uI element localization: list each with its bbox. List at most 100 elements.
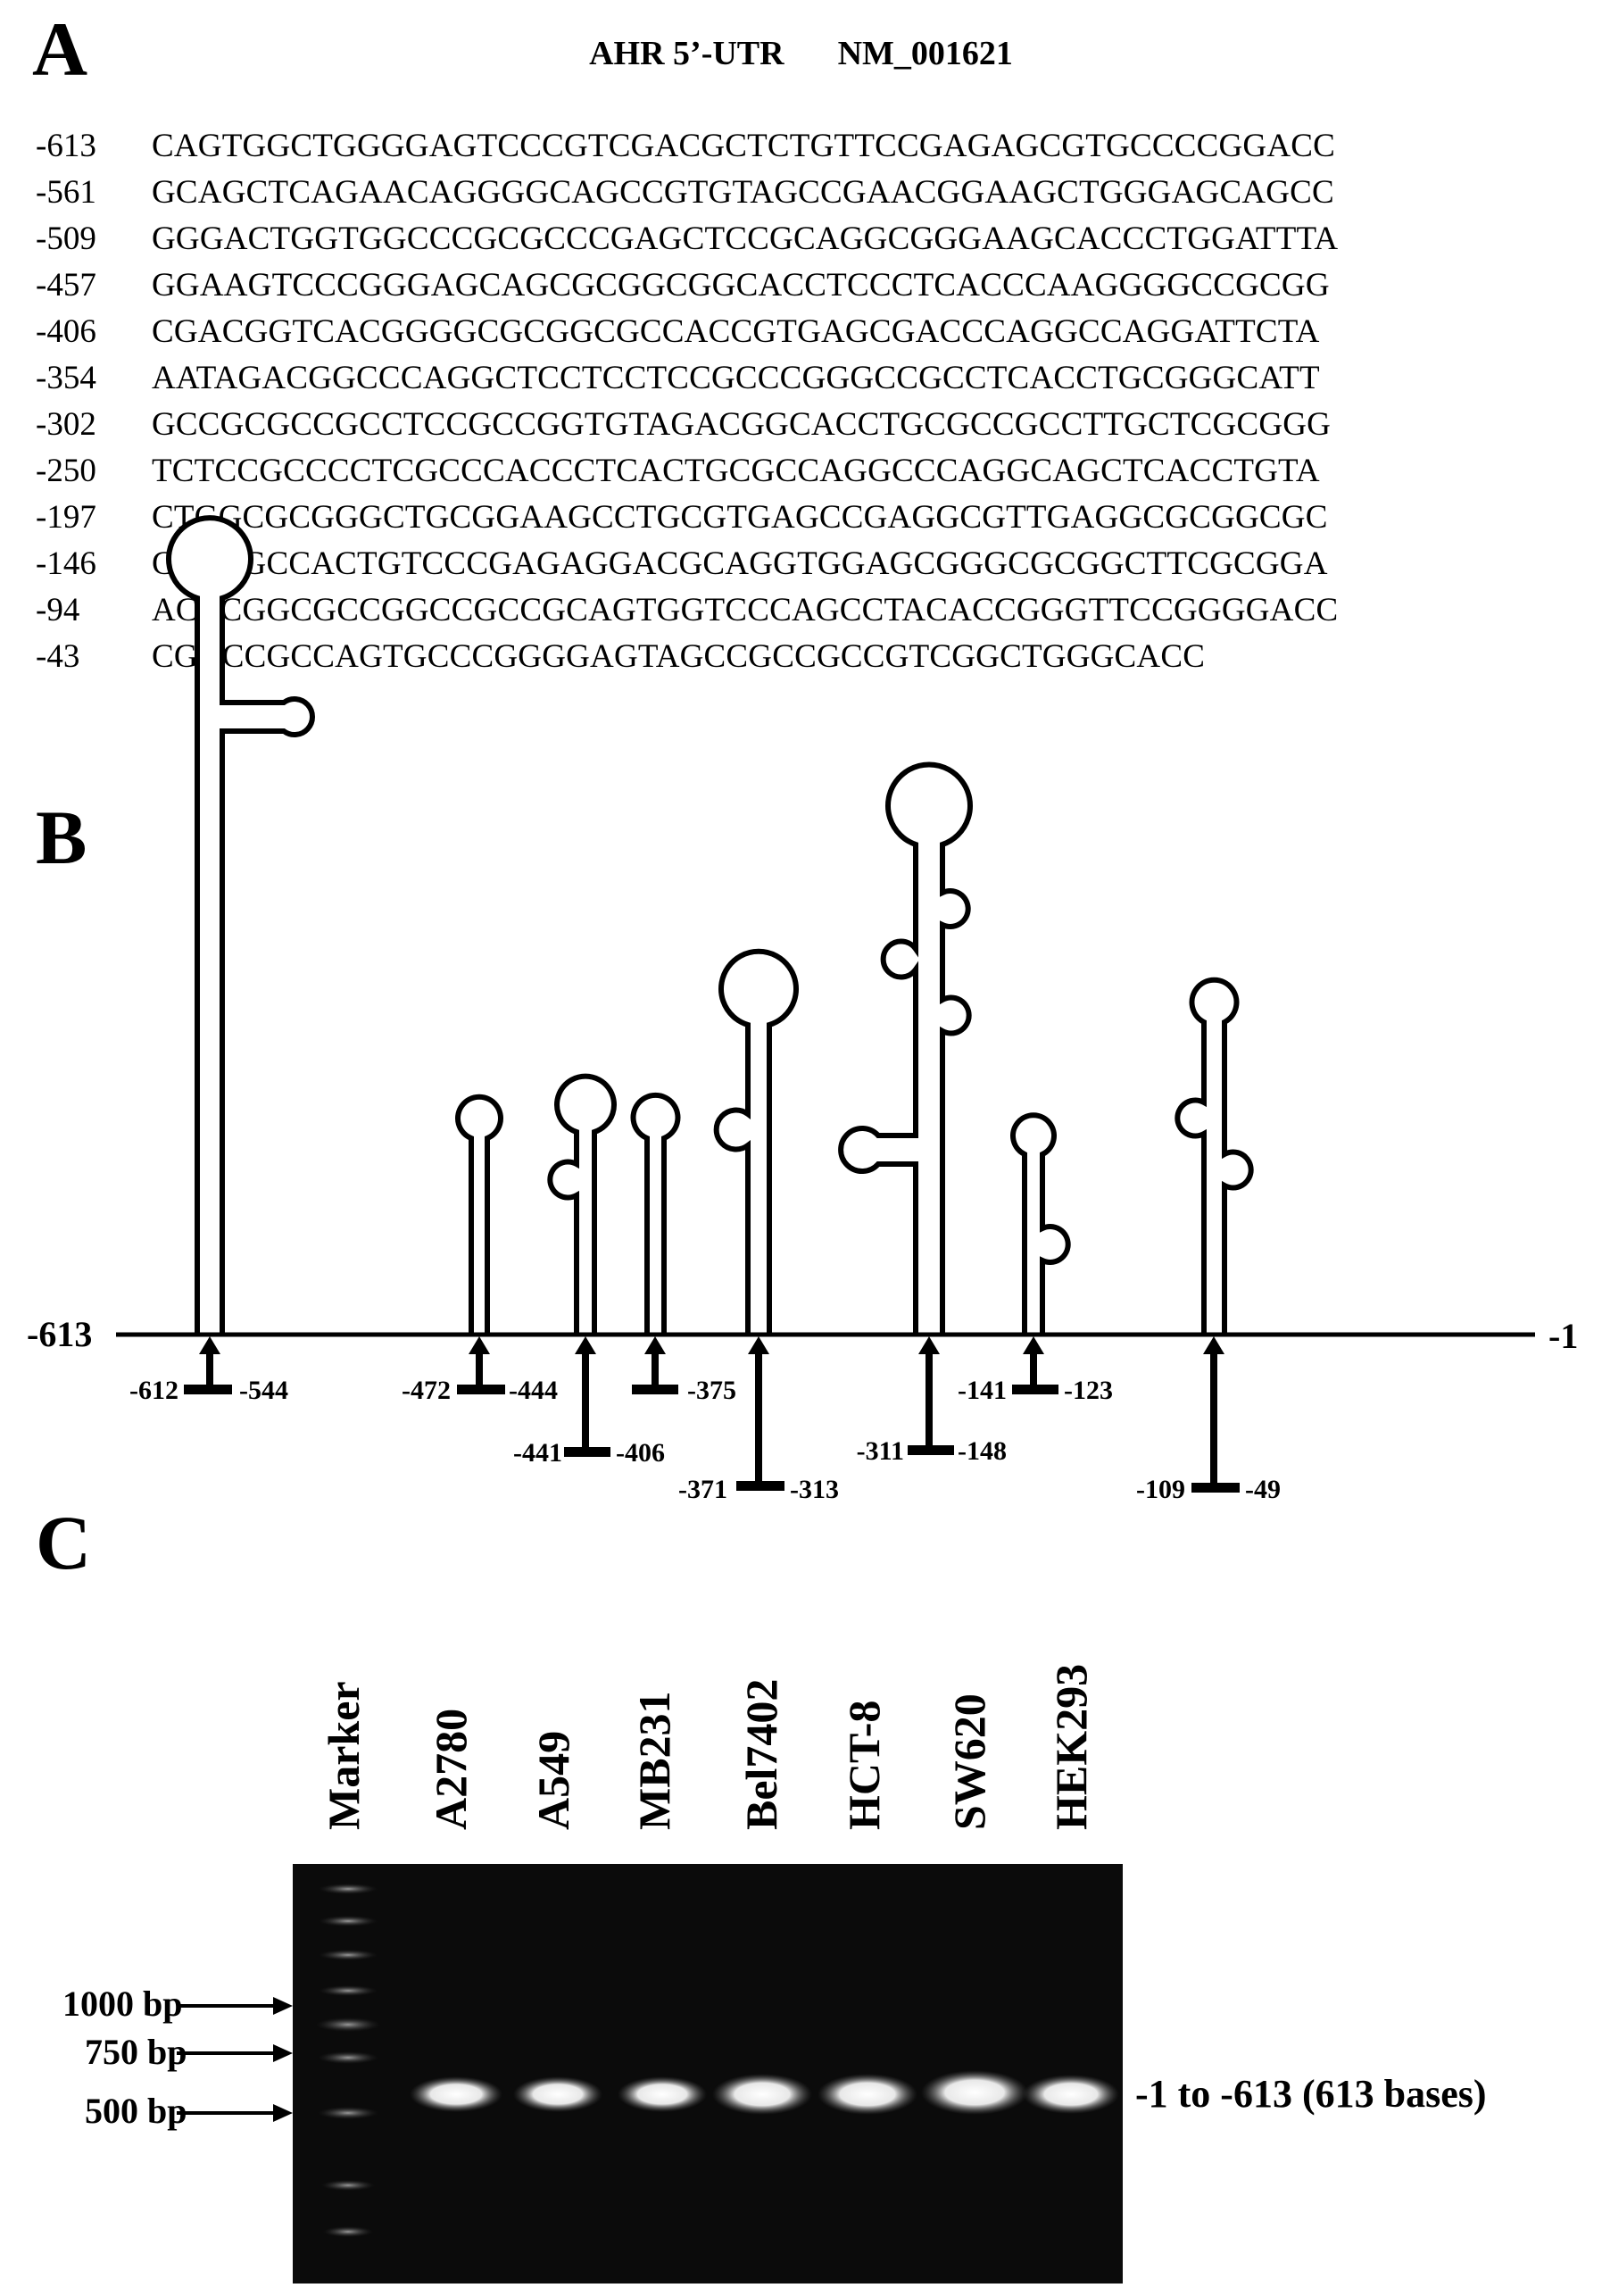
sequence-row: -406 CGACGGTCACGGGGCGCGGCGCCACCGTGAGCGACC…: [36, 309, 1338, 355]
sequence-position: -406: [36, 313, 96, 350]
stem-loop: [838, 761, 973, 1335]
hairpin-start-label: -371: [678, 1475, 727, 1504]
sequence-row: -509 GGGACTGGTGGCCCGCGCCCGAGCTCCGCAGGCGGG…: [36, 216, 1338, 262]
hairpin-start-label: -311: [857, 1436, 904, 1466]
lane-label: SW620: [944, 1693, 994, 1830]
marker-arrow-icon: [177, 2044, 293, 2062]
sequence-title: AHR 5’-UTR NM_001621: [0, 34, 1602, 73]
lane-label: A2780: [426, 1709, 476, 1830]
sequence-text: CGACGGTCACGGGGCGCGGCGCCACCGTGAGCGACCCAGG…: [152, 313, 1320, 350]
baseline-left-label: -613: [27, 1314, 92, 1354]
hairpin-structure-5: [713, 948, 799, 1335]
hairpin-end-label: -313: [790, 1475, 839, 1504]
panel-c-letter: C: [36, 1500, 92, 1585]
sequence-text: GCCGCGCCGCCTCCGCCGGTGTAGACGGCACCTGCGCCGC…: [152, 406, 1332, 443]
stem-loop: [547, 1073, 617, 1335]
hairpin-end-label: -406: [616, 1438, 665, 1468]
position-marker-7: [1012, 1336, 1058, 1394]
sequence-row: -146 CCACGCCACTGTCCCGAGAGGACGCAGGTGGAGCGG…: [36, 541, 1338, 587]
sequence-position: -250: [36, 453, 96, 489]
accession-number: NM_001621: [837, 35, 1013, 72]
position-marker-2: [457, 1336, 505, 1394]
panel-a-letter: A: [32, 6, 88, 92]
sequence-text: AATAGACGGCCCAGGCTCCTCCTCCGCCCGGGCCGCCTCA…: [152, 360, 1320, 396]
sequence-row: -94 ACCCGGCGCCGGCCGCCGCAGTGGTCCCAGCCTACAC…: [36, 587, 1338, 634]
sequence-row: -43 CGGCCGCCAGTGCCCGGGGAGTAGCCGCCGCCGTCGG…: [36, 634, 1338, 680]
sequence-position: -94: [36, 592, 80, 628]
hairpin-structure-4: [630, 1092, 681, 1335]
gel-figure: Marker A2780 A549 MB231 Bel7402 HCT-8 SW…: [62, 1664, 1487, 2284]
position-marker-1: [184, 1336, 232, 1394]
sequence-position: -197: [36, 499, 96, 536]
sequence-text: ACCCGGCGCCGGCCGCCGCAGTGGTCCCAGCCTACACCGG…: [152, 592, 1339, 628]
hairpin-start-label: -141: [958, 1376, 1007, 1405]
baseline-right-label: -1: [1548, 1316, 1578, 1356]
hairpin-structure-8: [1175, 977, 1254, 1335]
pcr-band: [921, 2070, 1028, 2115]
hairpin-structure-3: [547, 1073, 617, 1335]
hairpin-start-label: -612: [129, 1376, 178, 1405]
sequence-row: -250 TCTCCGCCCCTCGCCCACCCTCACTGCGCCAGGCCC…: [36, 448, 1338, 495]
marker-arrow-icon: [177, 1997, 293, 2015]
position-marker-8: [1191, 1336, 1240, 1493]
position-marker-4: [632, 1336, 678, 1394]
stem-loop: [455, 1094, 503, 1335]
hairpin-structure-2: [455, 1094, 503, 1335]
position-marker-5: [736, 1336, 784, 1491]
hairpin-start-label: -441: [513, 1438, 562, 1468]
lane-label: MB231: [629, 1691, 679, 1830]
panel-b-letter: B: [36, 794, 87, 880]
pcr-band: [618, 2076, 707, 2112]
ladder-lane: [316, 1884, 380, 2237]
sequence-position: -509: [36, 220, 96, 257]
sequence-text: CGGCCGCCAGTGCCCGGGGAGTAGCCGCCGCCGTCGGCTG…: [152, 638, 1206, 675]
hairpin-structure-1: [166, 515, 315, 1335]
sequence-row: -197 CTGGCGCGGGCTGCGGAAGCCTGCGTGAGCCGAGGC…: [36, 495, 1338, 541]
sequence-position: -146: [36, 545, 96, 582]
sequence-text: GGGACTGGTGGCCCGCGCCCGAGCTCCGCAGGCGGGAAGC…: [152, 220, 1339, 257]
pcr-band: [513, 2076, 602, 2112]
hairpin-start-label: -472: [402, 1376, 451, 1405]
sequence-text: CAGTGGCTGGGGAGTCCCGTCGACGCTCTGTTCCGAGAGC…: [152, 128, 1336, 164]
hairpin-structure-7: [1010, 1112, 1071, 1335]
marker-size-label: 500 bp: [85, 2091, 187, 2131]
pcr-band: [712, 2074, 812, 2115]
position-marker-6: [908, 1336, 954, 1455]
sequence-text: TCTCCGCCCCTCGCCCACCCTCACTGCGCCAGGCCCAGGC…: [152, 453, 1320, 489]
sequence-position: -43: [36, 638, 80, 675]
sequence-text: GCAGCTCAGAACAGGGGCAGCCGTGTAGCCGAACGGAAGC…: [152, 174, 1334, 211]
lane-label: A549: [528, 1731, 578, 1830]
sequence-position: -457: [36, 267, 96, 304]
pcr-band: [410, 2076, 502, 2112]
hairpin-end-label: -544: [239, 1376, 288, 1405]
pcr-band: [818, 2074, 917, 2115]
hairpin-end-label: -123: [1064, 1376, 1113, 1405]
position-marker-3: [564, 1336, 610, 1457]
lane-label: HEK293: [1046, 1664, 1096, 1830]
sequence-row: -302 GCCGCGCCGCCTCCGCCGGTGTAGACGGCACCTGCG…: [36, 402, 1338, 448]
hairpin-structure-6: [838, 761, 973, 1335]
stem-loop: [166, 515, 315, 1335]
sequence-text: CCACGCCACTGTCCCGAGAGGACGCAGGTGGAGCGGGCGC…: [152, 545, 1328, 582]
lane-label: Bel7402: [736, 1679, 786, 1830]
lane-label-marker: Marker: [319, 1681, 369, 1830]
marker-arrow-icon: [177, 2104, 293, 2122]
pcr-band: [1023, 2075, 1119, 2114]
sequence-row: -613 CAGTGGCTGGGGAGTCCCGTCGACGCTCTGTTCCGA…: [36, 123, 1338, 170]
hairpin-end-label: -49: [1245, 1475, 1281, 1504]
marker-size-label: 750 bp: [85, 2032, 187, 2072]
sequence-position: -613: [36, 128, 96, 164]
hairpin-start-label: -109: [1136, 1475, 1185, 1504]
stem-loop: [630, 1092, 681, 1335]
stem-loop: [1175, 977, 1254, 1335]
hairpin-end-label: -444: [509, 1376, 558, 1405]
sequence-position: -302: [36, 406, 96, 443]
sequence-table: -613 CAGTGGCTGGGGAGTCCCGTCGACGCTCTGTTCCGA…: [36, 123, 1338, 680]
sequence-text: CTGGCGCGGGCTGCGGAAGCCTGCGTGAGCCGAGGCGTTG…: [152, 499, 1328, 536]
stem-loop: [1010, 1112, 1071, 1335]
gene-name: AHR 5’-UTR: [589, 35, 784, 72]
